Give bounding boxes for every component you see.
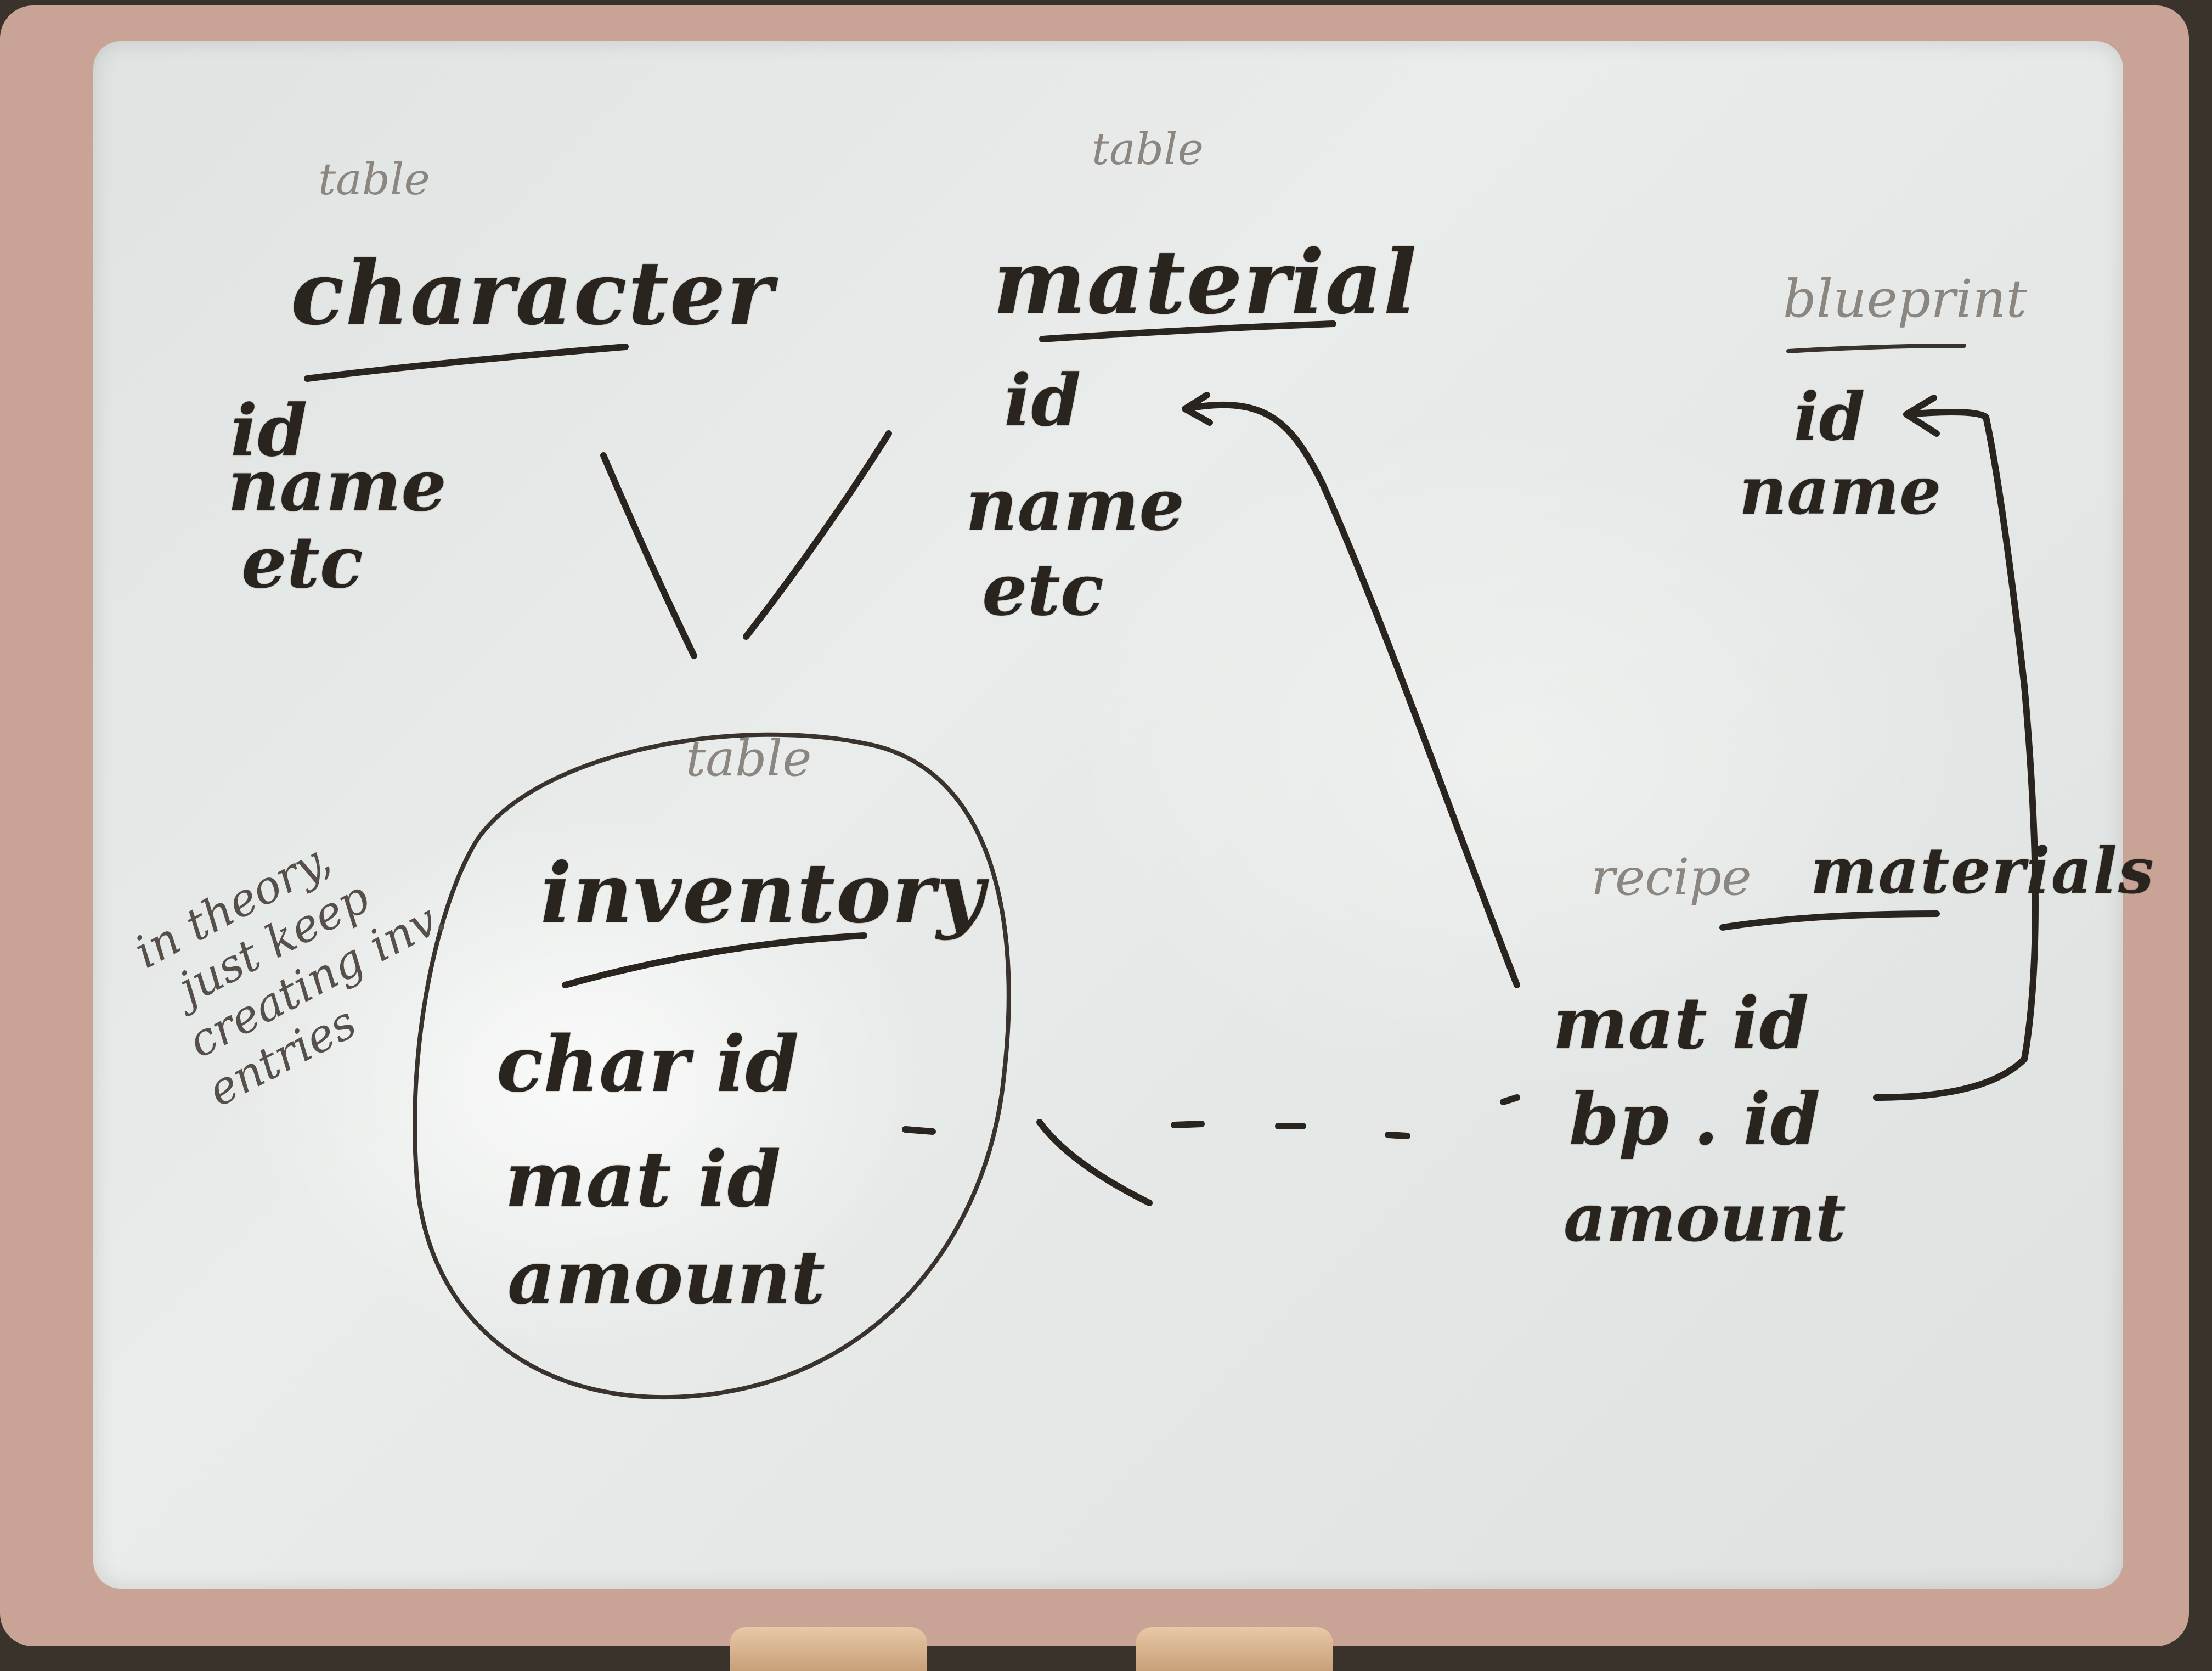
inventory-field-mat-id: mat id — [505, 1135, 781, 1225]
recipe-materials-prefix: recipe — [1591, 848, 1752, 907]
board-stand-right — [1136, 1627, 1333, 1671]
character-table-title: character — [291, 241, 774, 345]
material-field-etc: etc — [982, 548, 1104, 632]
material-field-name: name — [966, 463, 1185, 547]
board-stand-left — [730, 1627, 927, 1671]
character-field-etc: etc — [241, 520, 363, 604]
inventory-field-amount: amount — [507, 1234, 826, 1321]
recipe-field-mat-id: mat id — [1553, 981, 1809, 1065]
recipe-materials-title: materials — [1810, 834, 2155, 908]
blueprint-field-name: name — [1739, 452, 1942, 530]
character-field-id: id — [230, 389, 308, 472]
inventory-table-title: inventory — [540, 845, 986, 942]
material-table-tag: table — [1092, 123, 1204, 175]
character-table-tag: table — [318, 154, 430, 205]
material-table-title: material — [993, 230, 1418, 334]
recipe-field-bp-id: bp . id — [1569, 1077, 1820, 1161]
inventory-table-tag: table — [686, 730, 812, 787]
blueprint-table-title: blueprint — [1783, 269, 2027, 329]
inventory-field-char-id: char id — [496, 1020, 799, 1110]
material-field-id: id — [1004, 358, 1081, 442]
recipe-field-amount: amount — [1564, 1179, 1846, 1257]
character-field-name: name — [228, 443, 447, 527]
blueprint-field-id: id — [1794, 378, 1865, 455]
